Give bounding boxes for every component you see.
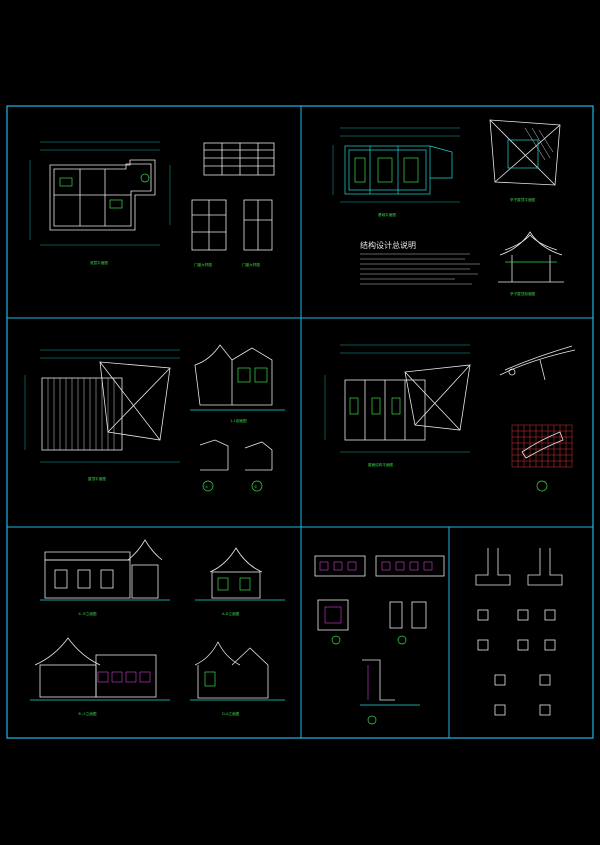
structural-notes: 结构设计总说明 [360, 240, 480, 285]
section-1-label: 1-1剖面图 [230, 418, 247, 423]
window-a-label: 门窗大样图 [194, 262, 212, 267]
window-b-label: 门窗大样图 [242, 262, 260, 267]
pavilion-roof-plan: 亭子屋顶平面图 [489, 119, 561, 202]
railing-details [314, 555, 445, 725]
foundation-plan-drawing: 基础平面图 [332, 127, 460, 217]
floor-plan-drawing: 底层平面图 [29, 141, 171, 265]
eave-detail-grid [511, 424, 573, 492]
floor-plan-label: 底层平面图 [90, 260, 108, 265]
column-details [475, 548, 563, 716]
roof-structure-plan: 屋面结构平面图 [324, 344, 471, 467]
sheet-frame [6, 105, 594, 739]
roof-struct-label: 屋面结构平面图 [368, 462, 394, 467]
pavilion-plan-label: 亭子屋顶平面图 [510, 197, 536, 202]
detail-2: ② [244, 441, 273, 492]
elevation-3-label: ⑤-①立面图 [78, 711, 97, 716]
section-1-1-drawing: 1-1剖面图 [190, 344, 285, 423]
pavilion-section-label: 亭子屋顶剖面图 [510, 291, 536, 296]
foundation-plan-label: 基础平面图 [378, 212, 396, 217]
roof-plan-drawing: 屋顶平面图 [24, 349, 180, 481]
notes-title: 结构设计总说明 [360, 240, 416, 250]
window-detail-b: 门窗大样图 [242, 199, 273, 267]
detail-mark-1: ① [205, 485, 208, 489]
elevation-4: D-A立面图 [190, 641, 285, 716]
detail-mark-2: ② [254, 485, 257, 489]
elevation-1-label: ①-⑤立面图 [78, 611, 97, 616]
roof-plan-label: 屋顶平面图 [88, 476, 106, 481]
elevation-2-label: A-D立面图 [222, 611, 240, 616]
elevation-3: ⑤-①立面图 [30, 637, 170, 716]
door-window-table [203, 142, 275, 176]
detail-1: ① [199, 439, 229, 492]
pavilion-roof-section: 亭子屋顶剖面图 [498, 231, 564, 296]
window-detail-a: 门窗大样图 [191, 199, 227, 267]
elevation-4-label: D-A立面图 [222, 711, 240, 716]
elevation-2: A-D立面图 [195, 547, 285, 616]
elevation-1: ①-⑤立面图 [40, 539, 170, 616]
eave-detail-top [499, 345, 576, 381]
